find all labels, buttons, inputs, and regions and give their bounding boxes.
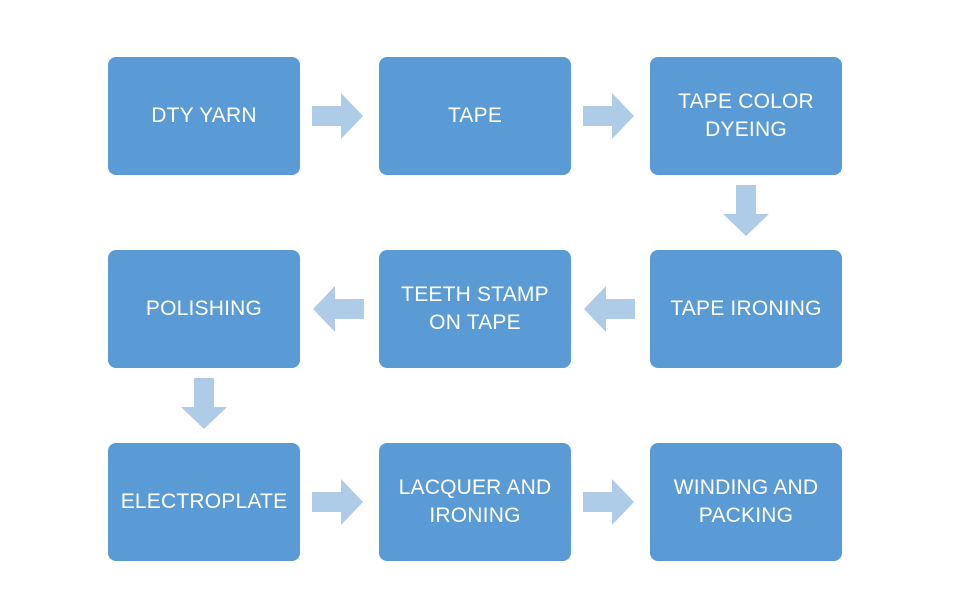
- process-node-tape[interactable]: TAPE: [379, 57, 571, 175]
- process-node-tape-color-dyeing[interactable]: TAPE COLOR DYEING: [650, 57, 842, 175]
- process-node-lacquer-and-ironing[interactable]: LACQUER AND IRONING: [379, 443, 571, 561]
- process-node-label: POLISHING: [145, 297, 263, 321]
- process-node-teeth-stamp-on-tape[interactable]: TEETH STAMP ON TAPE: [379, 250, 571, 368]
- arrow-right-icon: [312, 92, 364, 140]
- arrow-down-icon: [722, 185, 770, 237]
- arrow-right-icon: [583, 478, 635, 526]
- process-node-label: WINDING AND PACKING: [673, 476, 819, 527]
- process-node-polishing[interactable]: POLISHING: [108, 250, 300, 368]
- process-node-dty-yarn[interactable]: DTY YARN: [108, 57, 300, 175]
- process-node-label: TAPE IRONING: [670, 297, 822, 321]
- process-node-label: TAPE: [447, 104, 503, 128]
- arrow-right-icon: [583, 92, 635, 140]
- arrow-right-icon: [312, 478, 364, 526]
- process-node-winding-and-packing[interactable]: WINDING AND PACKING: [650, 443, 842, 561]
- process-node-label: TEETH STAMP ON TAPE: [401, 283, 549, 334]
- process-node-electroplate[interactable]: ELECTROPLATE: [108, 443, 300, 561]
- arrow-left-icon: [312, 285, 364, 333]
- process-node-label: TAPE COLOR DYEING: [678, 90, 814, 141]
- arrow-left-icon: [583, 285, 635, 333]
- process-node-label: LACQUER AND IRONING: [398, 476, 552, 527]
- process-node-label: DTY YARN: [151, 104, 257, 128]
- process-node-label: ELECTROPLATE: [120, 490, 288, 514]
- process-node-tape-ironing[interactable]: TAPE IRONING: [650, 250, 842, 368]
- arrow-down-icon: [180, 378, 228, 430]
